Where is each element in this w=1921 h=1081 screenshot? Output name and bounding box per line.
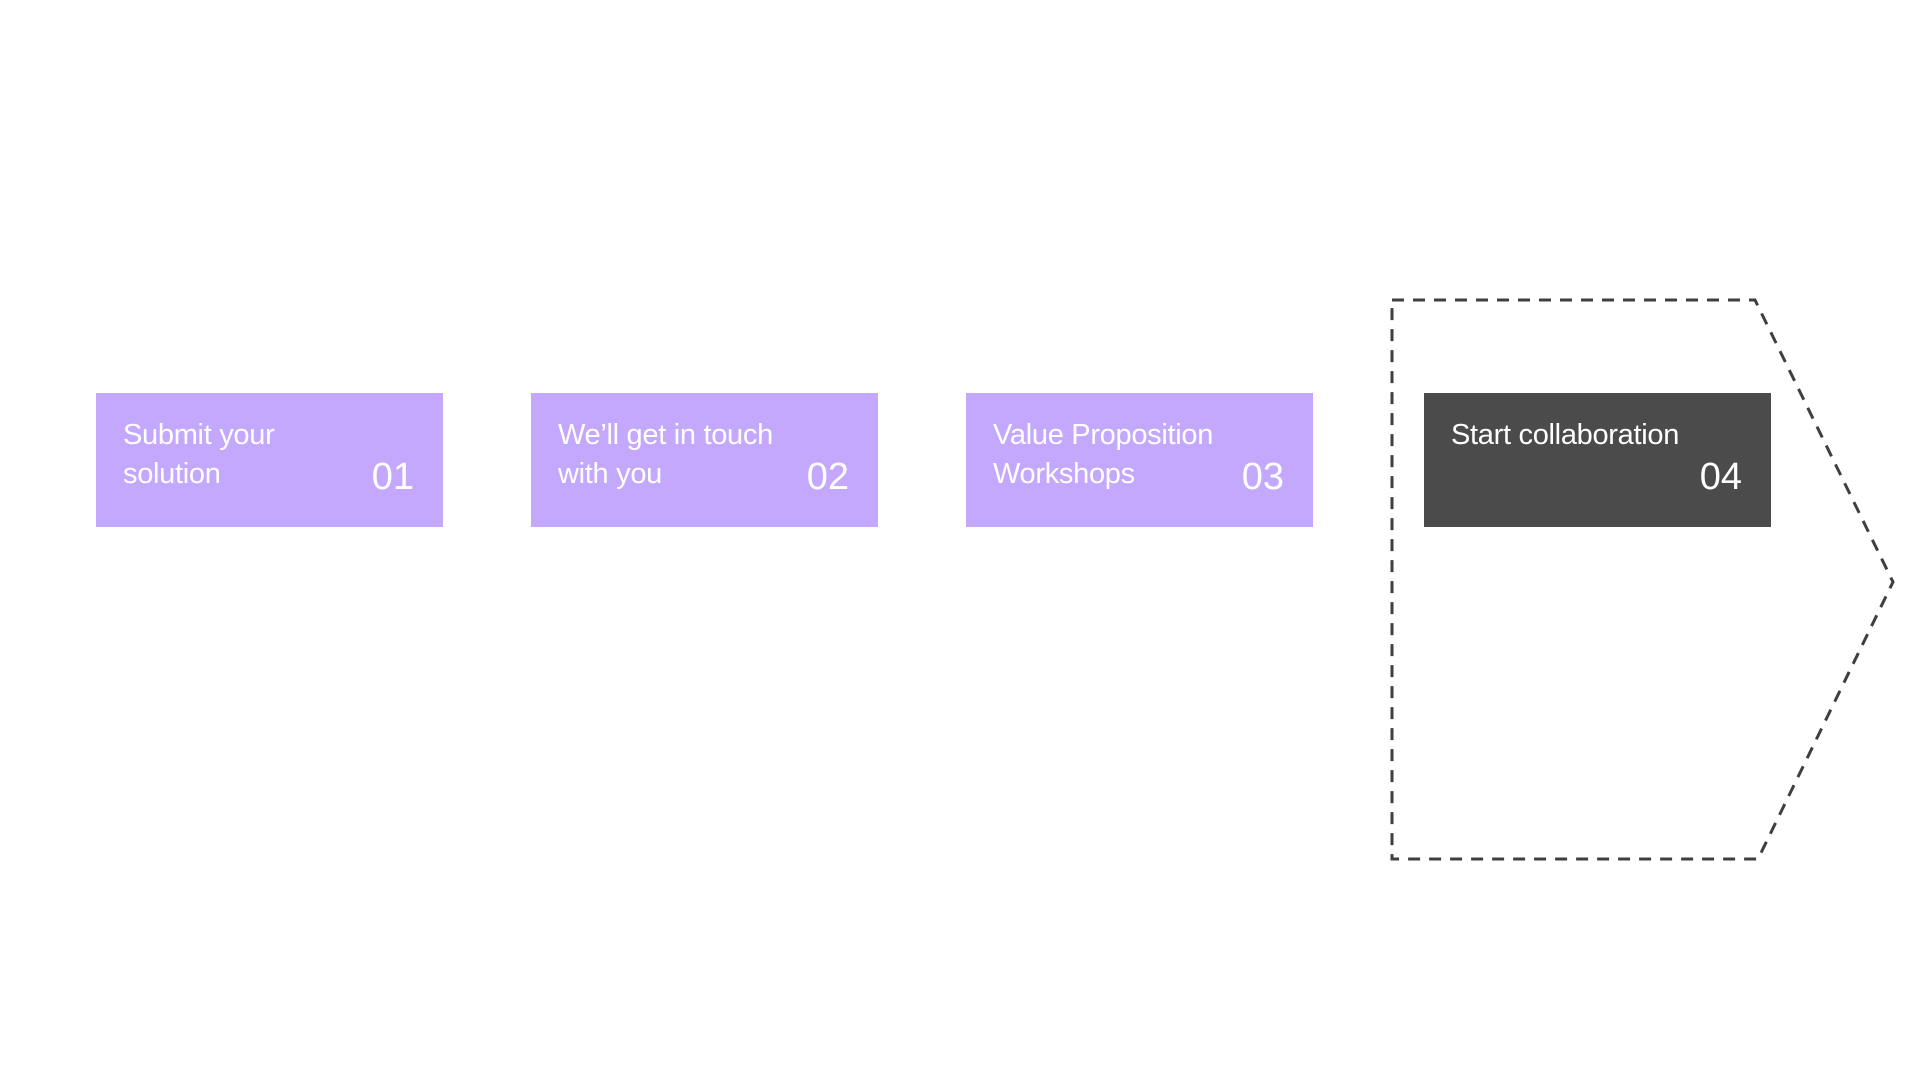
dashed-arrow-shape bbox=[1390, 298, 1895, 861]
step-card-3: Value Proposition Workshops 03 bbox=[966, 393, 1313, 527]
step-2-number: 02 bbox=[806, 456, 849, 498]
step-card-2: We’ll get in touch with you 02 bbox=[531, 393, 878, 527]
step-3-number: 03 bbox=[1241, 456, 1284, 498]
step-1-label: Submit your solution bbox=[123, 419, 275, 490]
step-3-label: Value Proposition Workshops bbox=[993, 419, 1214, 490]
step-4-label: Start collaboration bbox=[1451, 419, 1680, 451]
step-1-number: 01 bbox=[371, 456, 414, 498]
step-card-1: Submit your solution 01 bbox=[96, 393, 443, 527]
step-2-label: We’ll get in touch with you bbox=[558, 419, 773, 490]
step-4-number: 04 bbox=[1699, 456, 1742, 498]
step-card-4: Start collaboration 04 bbox=[1424, 393, 1771, 527]
